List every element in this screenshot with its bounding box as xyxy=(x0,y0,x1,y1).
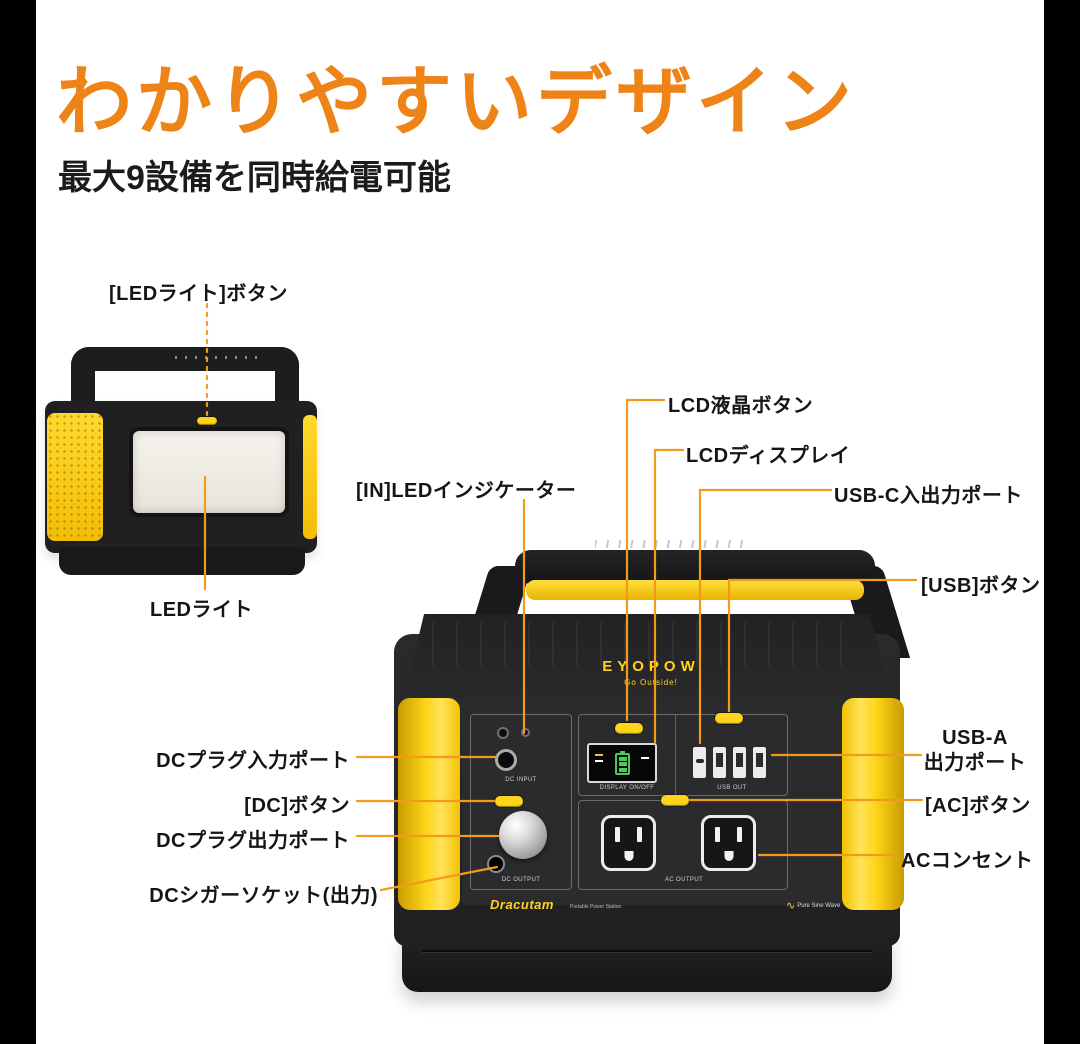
callout-usb-a-line2: 出力ポート xyxy=(923,752,1027,774)
usb-a-port xyxy=(753,747,766,778)
usb-button xyxy=(715,713,743,724)
battery-icon xyxy=(615,751,630,775)
callout-ac-outlet: ACコンセント xyxy=(901,850,1034,872)
sine-wave-badge: ∿Pure Sine Wave xyxy=(786,899,840,912)
ground-hole xyxy=(724,851,733,861)
callout-usb-c-port: USB-C入出力ポート xyxy=(834,485,1023,507)
lcd-mark xyxy=(641,757,649,759)
callout-led-button: [LEDライト]ボタン xyxy=(109,283,288,305)
yellow-side-panel-right xyxy=(842,698,904,910)
control-panel: DC INPUT DC OUTPUT DISPLAY ON/OFF xyxy=(462,700,842,905)
sine-wave-label: Pure Sine Wave xyxy=(797,903,841,909)
power-station-back-view xyxy=(45,345,320,577)
handle xyxy=(71,347,299,411)
dc-input-caption: DC INPUT xyxy=(505,777,537,783)
dc-output-knob xyxy=(499,811,547,859)
callout-usb-button: [USB]ボタン xyxy=(921,575,1041,597)
model-name: Dracutam xyxy=(490,897,554,912)
ac-section: AC OUTPUT xyxy=(578,795,788,890)
usb-a-port xyxy=(713,747,726,778)
page-subtitle: 最大9設備を同時給電可能 xyxy=(58,159,451,197)
usb-caption: USB OUT xyxy=(717,785,747,791)
callout-led-light: LEDライト xyxy=(150,599,253,621)
callout-in-led-indicator: [IN]LEDインジケーター xyxy=(356,480,577,502)
callout-dc-output-port: DCプラグ出力ポート xyxy=(156,830,350,852)
device-body xyxy=(45,401,317,553)
dc-input-port xyxy=(495,749,517,771)
lcd-mark xyxy=(595,754,603,756)
page-title: わかりやすいデザイン xyxy=(56,60,856,145)
dc-output-caption: DC OUTPUT xyxy=(501,877,541,883)
dc-button xyxy=(495,796,523,807)
callout-dc-input-port: DCプラグ入力ポート xyxy=(156,750,350,772)
lcd-usb-section: DISPLAY ON/OFF USB OUT xyxy=(578,713,788,796)
handle xyxy=(515,550,875,584)
brand-logo: EYOPOW xyxy=(602,658,700,675)
callout-usb-a-port: USB-A 出力ポート xyxy=(912,726,1038,776)
yellow-side-edge xyxy=(303,415,317,539)
device-base xyxy=(59,547,305,575)
in-led-indicator-2 xyxy=(521,728,530,737)
brand-tagline: Go Outside! xyxy=(624,678,678,687)
dc-section: DC INPUT DC OUTPUT xyxy=(470,714,572,890)
handle-yellow-strip xyxy=(526,580,864,600)
ground-hole xyxy=(624,851,633,861)
lcd-display xyxy=(587,743,657,783)
callout-lcd-display: LCDディスプレイ xyxy=(686,445,851,467)
dc-cigarette-socket xyxy=(487,855,505,873)
led-light-panel xyxy=(133,431,285,513)
callout-ac-button: [AC]ボタン xyxy=(925,795,1031,817)
callout-dc-cigarette-socket: DCシガーソケット(出力) xyxy=(149,885,378,907)
handle-vent-dots xyxy=(175,356,257,359)
callout-lcd-button: LCD液晶ボタン xyxy=(668,395,814,417)
usb-c-port xyxy=(693,747,706,778)
lcd-button xyxy=(615,723,643,734)
power-station-front-view: EYOPOW Go Outside! DC INPUT DC OUTPUT xyxy=(390,540,912,995)
ac-outlet xyxy=(701,815,756,871)
lcd-mark xyxy=(595,760,603,762)
ac-caption: AC OUTPUT xyxy=(664,877,704,883)
handle-tick-marks xyxy=(595,540,745,548)
sine-wave-icon: ∿ xyxy=(786,900,796,912)
ac-outlet xyxy=(601,815,656,871)
ac-button xyxy=(661,795,689,806)
yellow-side-panel xyxy=(47,413,103,541)
device-base xyxy=(402,930,892,992)
in-led-indicator xyxy=(497,727,509,739)
usb-a-port xyxy=(733,747,746,778)
led-light-button xyxy=(197,417,217,425)
right-black-bar xyxy=(1044,0,1080,1044)
model-subtitle: Portable Power Station xyxy=(570,904,622,910)
left-black-bar xyxy=(0,0,36,1044)
yellow-side-panel-left xyxy=(398,698,460,910)
display-caption: DISPLAY ON/OFF xyxy=(599,785,655,791)
callout-dc-button: [DC]ボタン xyxy=(244,795,350,817)
callout-usb-a-line1: USB-A xyxy=(942,727,1008,749)
